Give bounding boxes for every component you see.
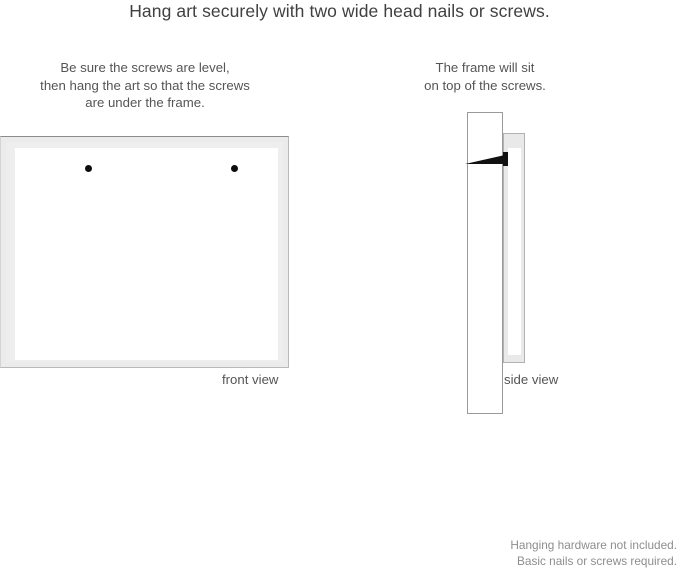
front-view-caption-line-2: then hang the art so that the screws	[40, 77, 250, 93]
nail-icon	[465, 152, 509, 166]
right-screw-head-icon	[231, 165, 238, 172]
page-title: Hang art securely with two wide head nai…	[129, 1, 550, 21]
footer-note: Hanging hardware not included. Basic nai…	[510, 538, 677, 569]
front-view-caption-line-3: are under the frame.	[85, 95, 205, 110]
footer-line-2: Basic nails or screws required.	[517, 553, 677, 568]
footer-line-1: Hanging hardware not included.	[510, 538, 677, 552]
nail-head	[503, 152, 508, 166]
left-screw-head-icon	[85, 165, 92, 172]
frame-inner-panel	[508, 148, 521, 355]
side-view-caption-line-2: on top of the screws.	[424, 77, 546, 93]
side-view-diagram	[440, 105, 560, 425]
picture-frame-artwork	[15, 148, 278, 360]
side-view-label: side view	[504, 372, 559, 387]
nail-shaft	[465, 155, 505, 164]
side-view-caption: The frame will sit on top of the screws.	[380, 59, 590, 94]
front-view-label: front view	[222, 372, 279, 387]
side-view-caption-line-1: The frame will sit	[435, 60, 535, 75]
front-view-diagram	[0, 136, 289, 368]
front-view-caption: Be sure the screws are level, then hang …	[0, 59, 290, 112]
front-view-caption-line-1: Be sure the screws are level,	[60, 60, 230, 75]
